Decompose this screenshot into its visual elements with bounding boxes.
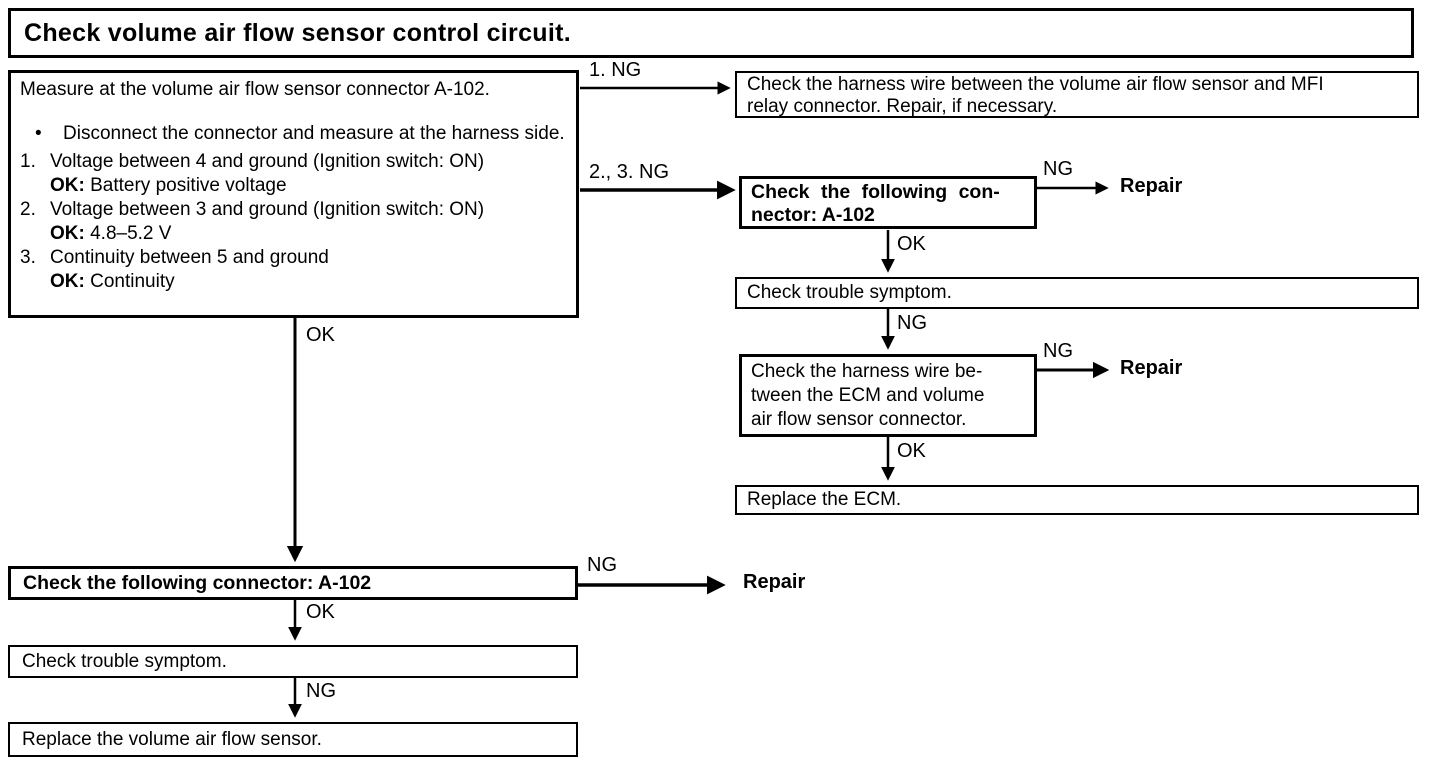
step-ok-text: OK: 4.8–5.2 V <box>50 222 566 246</box>
indent-spacer <box>20 222 50 246</box>
ok-value: Battery positive voltage <box>90 175 287 196</box>
label-repair: Repair <box>1120 357 1183 379</box>
step-row: 1. Voltage between 4 and ground (Ignitio… <box>20 150 566 174</box>
ok-value: Continuity <box>90 271 175 292</box>
measure-box: Measure at the volume air flow sensor co… <box>8 70 579 318</box>
label-repair: Repair <box>743 571 806 593</box>
measure-heading: Measure at the volume air flow sensor co… <box>20 79 490 100</box>
label-ng: NG <box>897 312 927 334</box>
box-replace-volume-air-flow-sensor: Replace the volume air flow sensor. <box>8 722 578 757</box>
step-number: 3. <box>20 247 36 268</box>
step-text: Voltage between 3 and ground (Ignition s… <box>50 199 485 220</box>
label-2-3-ng: 2., 3. NG <box>589 161 670 183</box>
step-ok-row: OK: Continuity <box>20 270 566 294</box>
label-ok: OK <box>306 601 335 623</box>
bullet-text: Disconnect the connector and measure at … <box>63 123 565 144</box>
step-number: 2. <box>20 199 36 220</box>
indent-spacer <box>20 270 50 294</box>
label-ok: OK <box>306 324 335 346</box>
ok-prefix: OK: <box>50 175 85 196</box>
label-repair: Repair <box>1120 175 1183 197</box>
label-ng: NG <box>587 554 617 576</box>
step-text: Continuity between 5 and ground <box>50 247 329 268</box>
box-check-trouble-symptom-left: Check trouble symptom. <box>8 645 578 678</box>
label-1-ng: 1. NG <box>589 59 642 81</box>
step-ok-row: OK: 4.8–5.2 V <box>20 222 566 246</box>
label-ng: NG <box>1043 158 1073 180</box>
step-ok-row: OK: Battery positive voltage <box>20 174 566 198</box>
step-ok-text: OK: Continuity <box>50 270 566 294</box>
step-row: 2. Voltage between 3 and ground (Ignitio… <box>20 198 566 222</box>
box-check-connector-left: Check the following connector: A-102 <box>8 566 578 600</box>
box-check-ecm-harness: Check the harness wire be- tween the ECM… <box>739 354 1037 437</box>
indent-spacer <box>20 174 50 198</box>
title-box: Check volume air flow sensor control cir… <box>8 8 1414 58</box>
step-ok-text: OK: Battery positive voltage <box>50 174 566 198</box>
step-number: 1. <box>20 151 36 172</box>
box-check-connector-right: Check the following con- nector: A-102 <box>739 176 1037 229</box>
ok-prefix: OK: <box>50 271 85 292</box>
ok-value: 4.8–5.2 V <box>90 223 172 244</box>
label-ok: OK <box>897 440 926 462</box>
page-title: Check volume air flow sensor control cir… <box>24 18 571 47</box>
ok-prefix: OK: <box>50 223 85 244</box>
box-check-harness-mfi: Check the harness wire between the volum… <box>735 71 1419 118</box>
step-text: Voltage between 4 and ground (Ignition s… <box>50 151 485 172</box>
bullet-icon: • <box>35 123 42 144</box>
label-ok: OK <box>897 233 926 255</box>
box-replace-ecm: Replace the ECM. <box>735 485 1419 515</box>
step-row: 3. Continuity between 5 and ground <box>20 246 566 270</box>
bullet-item: • Disconnect the connector and measure a… <box>35 122 566 146</box>
label-ng: NG <box>1043 340 1073 362</box>
label-ng: NG <box>306 680 336 702</box>
box-check-trouble-symptom-right: Check trouble symptom. <box>735 277 1419 309</box>
